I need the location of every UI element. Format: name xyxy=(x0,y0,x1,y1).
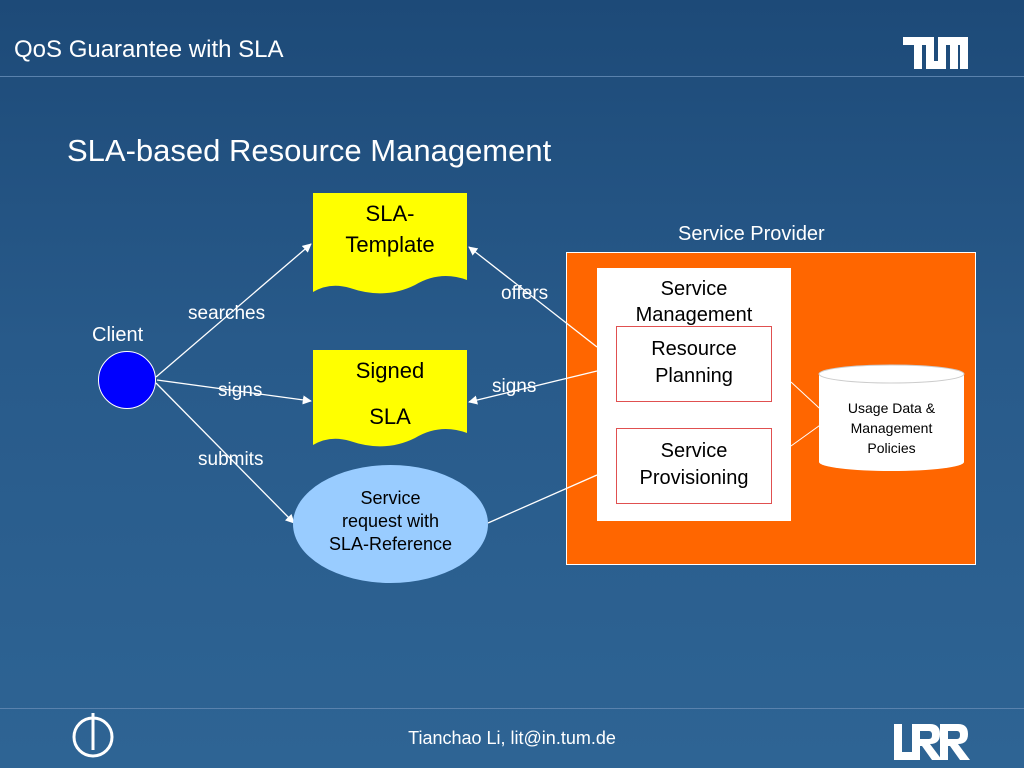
signs-right-arrow xyxy=(468,370,598,405)
signed-sla-doc xyxy=(313,350,467,447)
slide-title: SLA-based Resource Management xyxy=(67,133,552,168)
signs-left-arrow xyxy=(156,379,312,405)
service-provisioning-box: Service Provisioning xyxy=(616,428,772,504)
resource-planning-text: Resource Planning xyxy=(651,338,737,387)
offers-arrow xyxy=(468,246,598,348)
searches-arrow xyxy=(155,243,312,378)
service-request-ellipse: Service request with SLA-Reference xyxy=(293,465,488,583)
power-icon xyxy=(72,713,114,758)
service-request-text: Service request with SLA-Reference xyxy=(328,488,453,554)
service-provisioning-text: Service Provisioning xyxy=(639,440,749,489)
submits-label: submits xyxy=(198,449,264,470)
slide-header: QoS Guarantee with SLA xyxy=(0,0,1024,76)
service-provider-label: Service Provider xyxy=(678,223,825,245)
resource-planning-box: Resource Planning xyxy=(616,326,772,402)
client-label: Client xyxy=(92,324,144,346)
usage-data-cylinder xyxy=(818,364,965,471)
mgmt-usage-line-bottom xyxy=(790,417,831,447)
searches-label: searches xyxy=(188,303,266,324)
mgmt-usage-line-top xyxy=(790,381,831,419)
client-node xyxy=(98,351,156,409)
submits-arrow xyxy=(155,382,295,524)
lrr-logo xyxy=(894,724,970,760)
footer-rule xyxy=(0,708,1024,709)
signs-right-label: signs xyxy=(492,376,537,397)
offers-label: offers xyxy=(501,283,549,304)
header-rule xyxy=(0,76,1024,77)
footer-author: Tianchao Li, lit@in.tum.de xyxy=(408,728,616,748)
service-management-title: Service Management xyxy=(635,278,753,326)
signs-left-label: signs xyxy=(218,380,263,401)
header-title: QoS Guarantee with SLA xyxy=(14,36,284,63)
request-line xyxy=(487,474,598,524)
tum-logo xyxy=(903,37,968,69)
usage-data-text: Usage Data & Management Policies xyxy=(847,400,936,456)
sla-template-doc xyxy=(313,193,467,294)
